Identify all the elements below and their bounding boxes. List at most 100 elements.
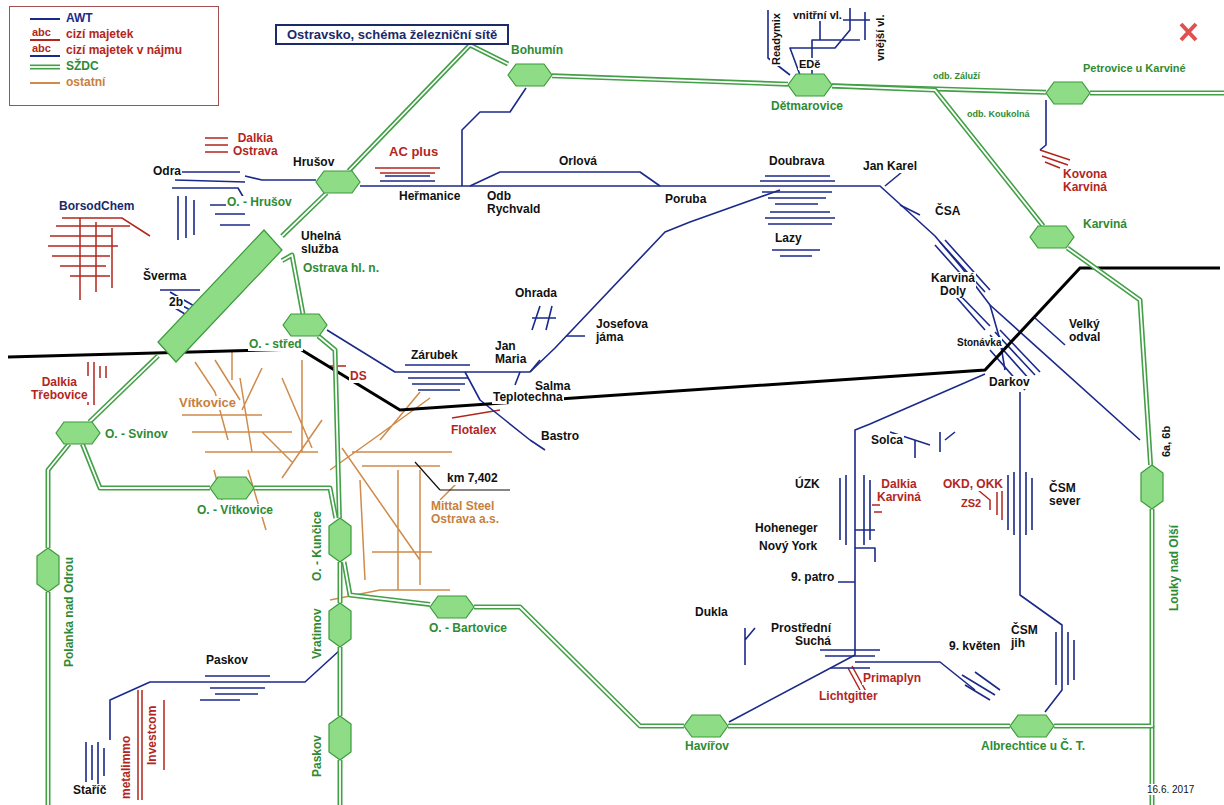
- station-hex: O. - Svinov: [56, 422, 100, 444]
- station-hex: Polanka nad Odrou: [37, 548, 59, 592]
- place-label: odb. Záluží: [932, 72, 981, 82]
- main-line-gap: [339, 562, 341, 603]
- main-line-track: [832, 86, 1043, 226]
- station-outline: [329, 716, 351, 760]
- awt-spurs: [745, 530, 875, 665]
- map-title: Ostravsko, schéma železniční sítě: [287, 27, 497, 42]
- place-label: Prostřední Suchá: [770, 622, 832, 648]
- place-label: Hoheneger: [754, 522, 819, 535]
- station-shape: [329, 716, 351, 760]
- legend-line: [30, 82, 60, 84]
- main-line-track: [1067, 248, 1150, 465]
- legend-box: AWTcizí majetekcizí majetek v nájmuSŽDCo…: [9, 6, 219, 106]
- place-label: AC plus: [388, 145, 439, 159]
- station-hex: O. - Vítkovice: [210, 477, 254, 499]
- station-outline: [684, 715, 728, 737]
- awt-yard: [962, 672, 1000, 700]
- station-outline: [508, 64, 552, 86]
- siding-tracks: [138, 690, 164, 800]
- main-line-gap: [832, 86, 1043, 226]
- place-label: ÚZK: [794, 478, 821, 491]
- awt-yard: [86, 742, 104, 785]
- place-label: Doubrava: [768, 155, 825, 168]
- place-label: Odra: [152, 165, 182, 178]
- place-label: Orlová: [558, 155, 598, 168]
- awt-line: [885, 172, 920, 215]
- station-shape: [329, 518, 351, 562]
- place-label: abc: [31, 42, 52, 54]
- main-line-track: [82, 444, 210, 488]
- main-line: [1067, 248, 1150, 465]
- place-label: Mittal Steel Ostrava a.s.: [430, 500, 532, 526]
- place-label: Šverma: [142, 270, 187, 283]
- station-outline: [1030, 226, 1074, 248]
- place-label: Zárubek: [410, 349, 459, 362]
- main-line-gap: [1054, 509, 1152, 726]
- legend-text: ostatní: [66, 76, 105, 89]
- main-line: [552, 76, 788, 84]
- place-label: Poruba: [664, 193, 707, 206]
- place-label: Josefova jáma: [595, 318, 649, 344]
- place-label: 2b: [168, 296, 184, 309]
- foreign-tracks: [48, 138, 1070, 800]
- station-hex: Albrechtice u Č. T.: [1010, 715, 1054, 737]
- place-label: EDě: [798, 58, 821, 70]
- awt-line: [245, 176, 316, 180]
- place-label: OKD, OKK: [942, 478, 1004, 491]
- awt-yard: [200, 676, 270, 700]
- station-name: O. - střed: [248, 338, 303, 351]
- station-name: Ostrava hl. n.: [302, 262, 380, 275]
- main-line-track: [48, 444, 69, 548]
- main-line: [89, 356, 158, 422]
- place-label: Jan Karel: [862, 160, 918, 173]
- awt-line: [360, 186, 1005, 370]
- station-name: O. - Svinov: [104, 428, 169, 441]
- place-label: Ohrada: [514, 287, 558, 300]
- place-label: DS: [349, 370, 368, 383]
- awt-yard: [1008, 472, 1032, 535]
- station-hex: O. - Kunčice: [329, 518, 351, 562]
- main-line-gap: [552, 76, 788, 84]
- main-line-gap: [82, 444, 210, 488]
- legend-swatch: [28, 11, 62, 27]
- main-line-gap: [282, 255, 303, 314]
- main-line: [340, 647, 341, 716]
- place-label: Lichtgitter: [818, 690, 879, 703]
- place-label: km 7,402: [446, 472, 499, 485]
- legend-text: cizí majetek v nájmu: [66, 44, 182, 57]
- main-line: [832, 86, 1043, 226]
- legend-swatch: [28, 75, 62, 91]
- legend-line: [30, 39, 60, 41]
- station-outline: [37, 548, 59, 592]
- main-line: [344, 562, 430, 604]
- place-label: ČSM jih: [1010, 624, 1039, 650]
- station-shape: [329, 603, 351, 647]
- close-icon: [1181, 24, 1196, 40]
- awt-spurs: [515, 306, 585, 450]
- place-label: Readymix: [770, 12, 782, 66]
- station-name: Dětmarovice: [770, 100, 844, 113]
- station-outline: [283, 314, 327, 336]
- main-line-gap: [48, 444, 69, 548]
- siding-tracks: [48, 218, 150, 300]
- station-hex: Louky nad Olší: [1141, 465, 1163, 509]
- main-line-track: [338, 562, 343, 603]
- station-name: O. - Bartovice: [428, 622, 508, 635]
- main-line-track: [728, 724, 1010, 729]
- awt-yard: [405, 365, 470, 390]
- station-name: Petrovice u Karviné: [1082, 62, 1187, 74]
- station-shape: [1141, 465, 1163, 509]
- place-label: Staříč: [72, 784, 107, 797]
- station-shape: [316, 171, 360, 193]
- main-line-track: [349, 45, 508, 171]
- station-name: O. - Vítkovice: [196, 504, 274, 517]
- station-outline: [329, 518, 351, 562]
- station-hex: Vratimov: [329, 603, 351, 647]
- station-name: Havířov: [684, 740, 730, 753]
- main-line: [340, 562, 341, 603]
- main-line-track: [344, 562, 430, 604]
- place-label: ZS2: [960, 497, 982, 509]
- place-label: Heřmanice: [398, 190, 461, 203]
- place-label: Paskov: [205, 654, 249, 667]
